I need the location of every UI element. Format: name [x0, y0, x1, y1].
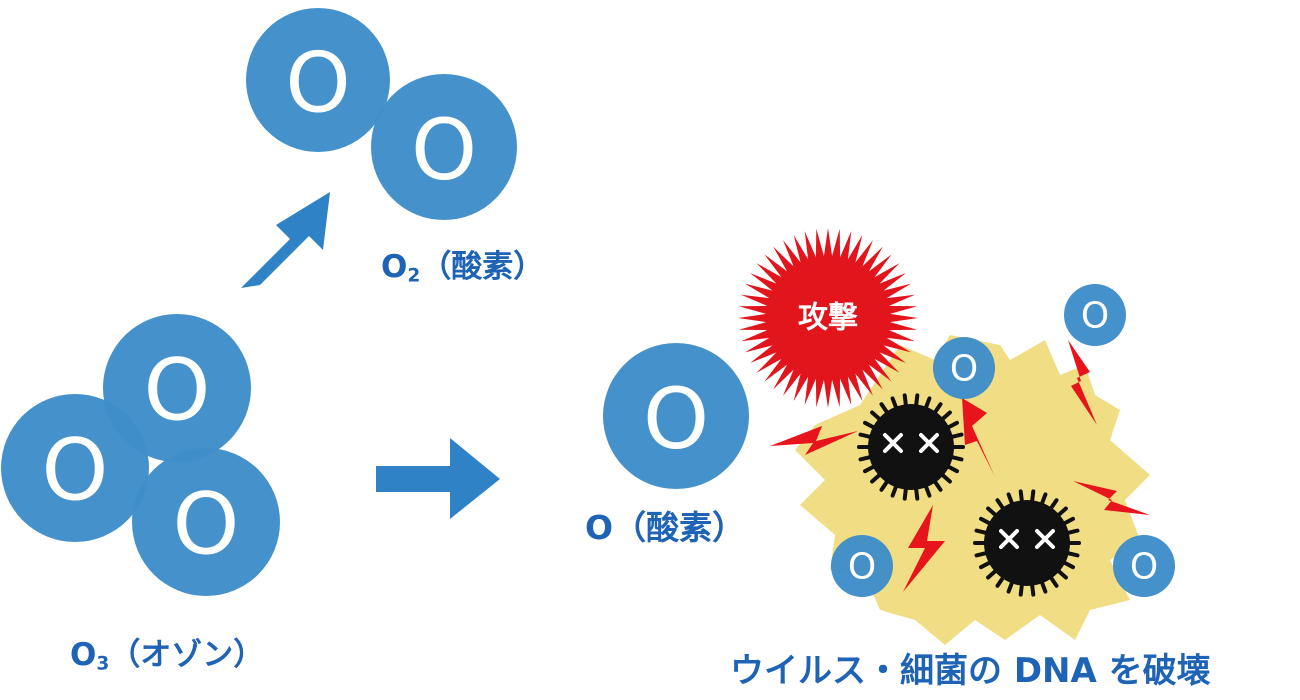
svg-text:O: O: [950, 349, 978, 390]
attack-label: 攻撃: [798, 301, 858, 336]
result-caption: ウイルス・細菌の DNA を破壊: [730, 651, 1211, 691]
svg-text:O: O: [411, 101, 477, 199]
o3-caption: O3（オゾン）: [70, 637, 265, 675]
svg-text:O: O: [285, 34, 350, 131]
virus-eye: [883, 433, 903, 453]
virus-eye: [1035, 529, 1055, 549]
oxygen-atom-small: O: [933, 337, 995, 399]
oxygen-atom-small: O: [1113, 535, 1175, 597]
svg-text:O: O: [173, 475, 240, 574]
svg-text:O: O: [144, 341, 211, 440]
lightning-icon: [903, 505, 945, 592]
explosion-icon: [738, 228, 918, 408]
virus-body: [868, 404, 954, 490]
oxygen-atom: O: [132, 448, 280, 596]
lightning-icon: [962, 398, 995, 477]
virus-icon: [973, 489, 1081, 597]
oxygen-atom: O: [603, 343, 749, 489]
svg-text:O: O: [848, 547, 876, 588]
arrow-up-right-icon: [241, 192, 330, 288]
oxygen-atom: O: [246, 8, 390, 152]
oxygen-atom: O: [1, 394, 149, 542]
oxygen-atom-small: O: [1064, 284, 1126, 346]
o2-caption: O2（酸素）: [381, 249, 545, 287]
arrow-right-icon: [376, 438, 500, 519]
virus-body: [984, 500, 1070, 586]
oxygen-atom: O: [371, 74, 517, 220]
oxygen-atom: O: [103, 314, 251, 462]
lightning-icon: [1068, 340, 1097, 425]
lightning-icon: [770, 426, 858, 455]
o-caption: O（酸素）: [585, 508, 746, 547]
svg-text:O: O: [643, 370, 709, 468]
lightning-icon: [1073, 481, 1150, 515]
svg-text:O: O: [1130, 547, 1158, 588]
oxygen-atom-small: O: [831, 535, 893, 597]
virus-eye: [919, 433, 939, 453]
virus-eye: [999, 529, 1019, 549]
svg-text:O: O: [1081, 296, 1109, 337]
svg-text:O: O: [42, 421, 109, 520]
virus-icon: [857, 393, 965, 501]
